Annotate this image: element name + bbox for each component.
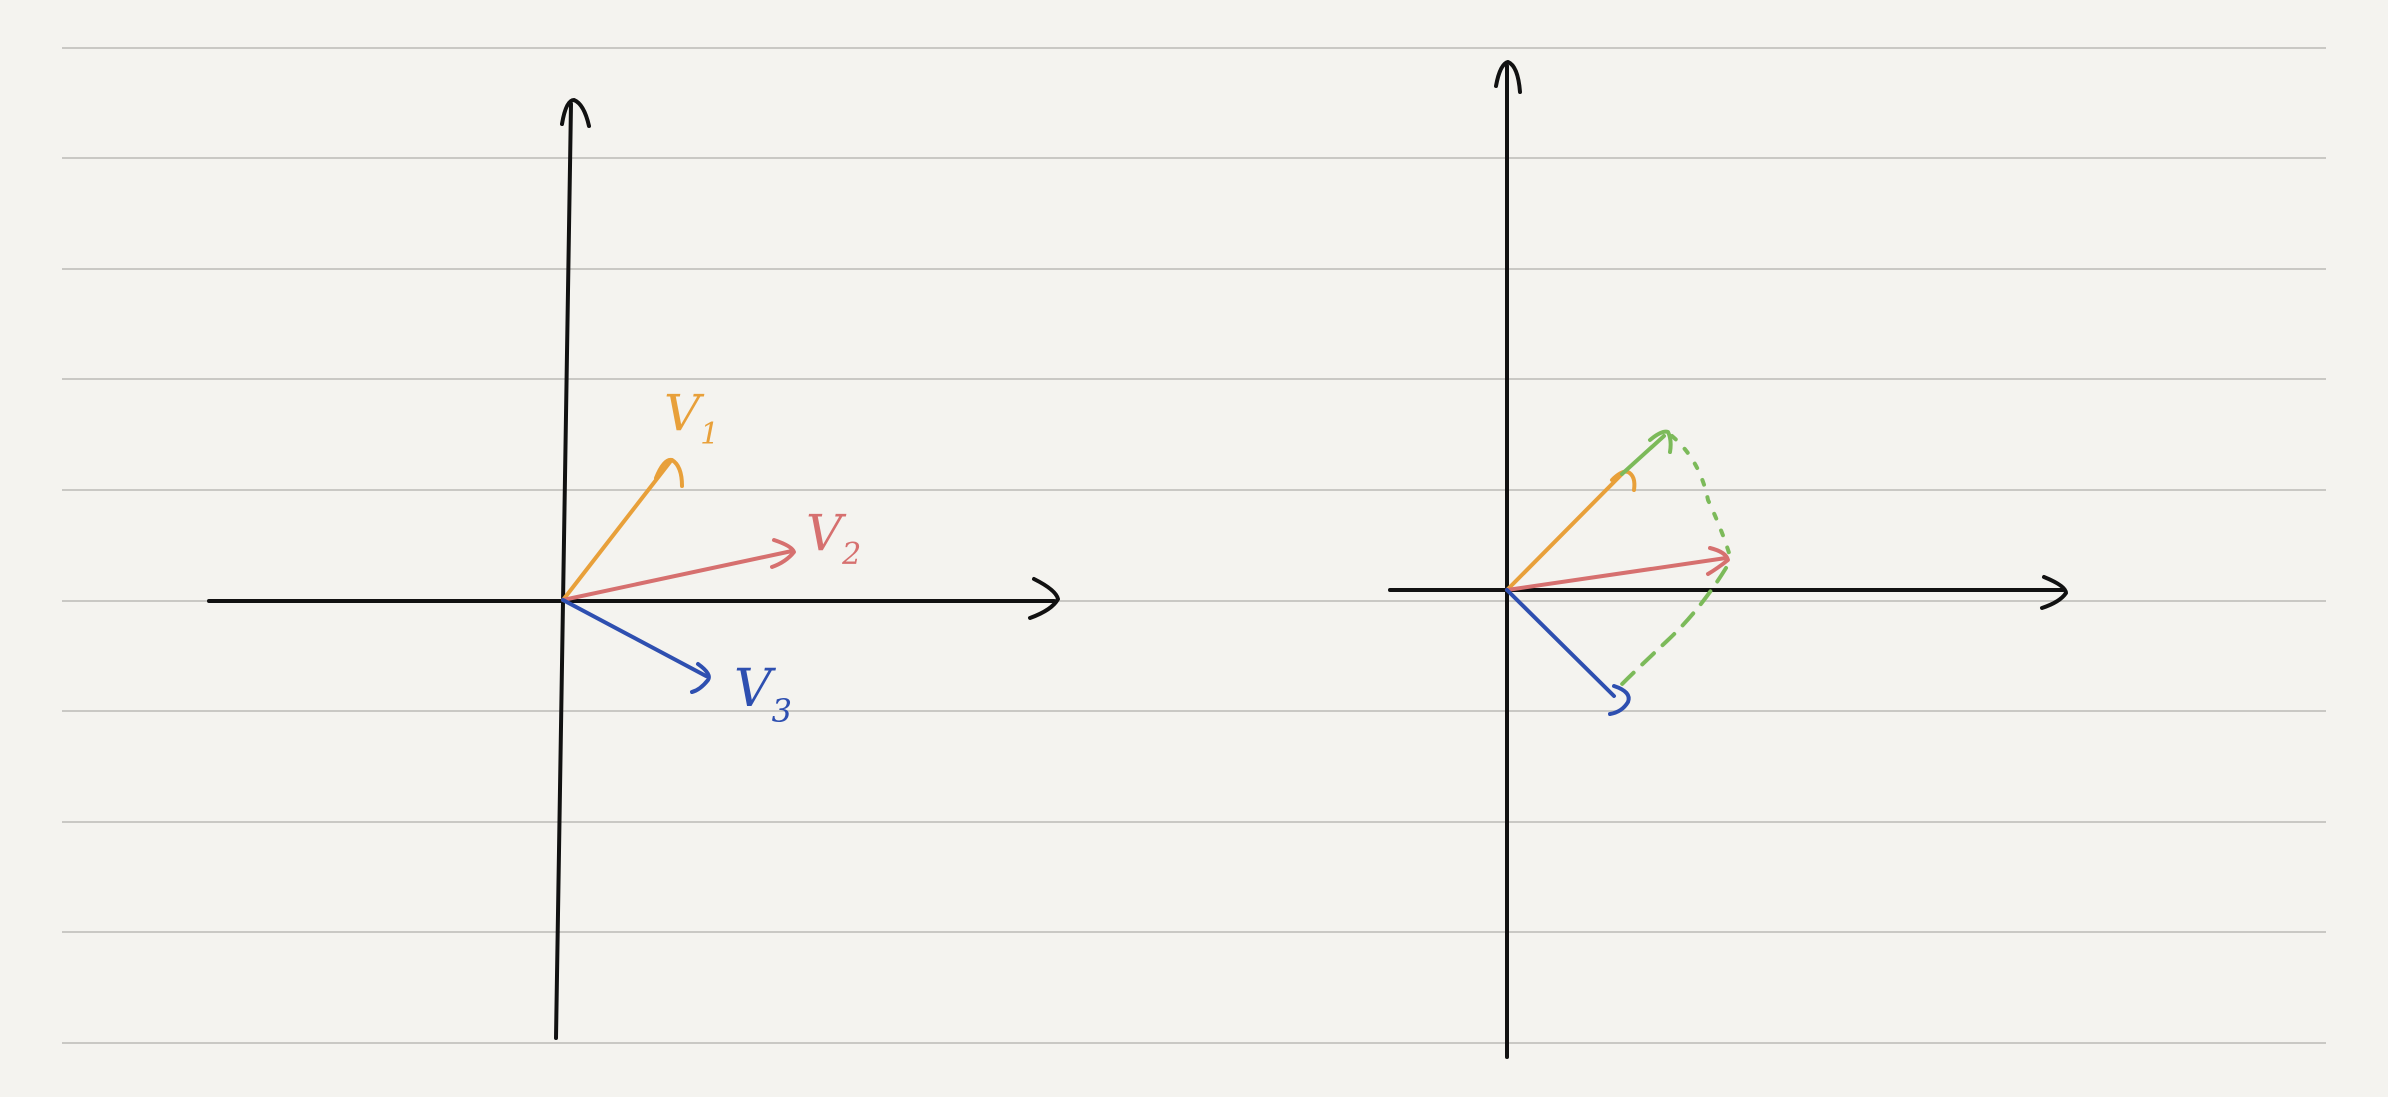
right-y-axis-arrowhead (1494, 60, 1522, 94)
left-vector-v1 (561, 460, 672, 602)
label-v1-letter: V (664, 384, 705, 442)
label-v2-letter: V (806, 504, 847, 562)
right-vector-v3-arrowhead (1608, 684, 1631, 716)
left-vector-v3 (561, 598, 708, 678)
right-dotted-guide (1670, 434, 1732, 558)
left-panel: V1 V2 V3 (207, 98, 1060, 1040)
left-x-axis-arrowhead (1028, 577, 1060, 620)
left-y-axis-arrowhead (560, 98, 591, 128)
label-v1-subscript: 1 (700, 417, 719, 452)
right-vector-v2 (1505, 556, 1728, 592)
right-x-axis-arrowhead (2040, 575, 2068, 610)
label-v2: V2 (806, 504, 861, 572)
right-vector-v1-arrowhead (1610, 469, 1637, 492)
left-vector-v3-arrowhead (690, 662, 711, 694)
right-vector-v3 (1505, 588, 1616, 698)
left-vector-v2 (561, 549, 794, 602)
left-vector-v1-arrowhead (654, 457, 684, 488)
label-v3-subscript: 3 (772, 692, 792, 730)
label-v2-subscript: 2 (841, 537, 861, 572)
left-vector-v2-arrowhead (770, 538, 796, 569)
right-sum-vector (1620, 434, 1666, 476)
left-y-axis (554, 102, 573, 1040)
label-v1: V1 (664, 384, 719, 452)
right-panel (1388, 60, 2068, 1059)
right-dashed-guide (1612, 566, 1728, 694)
label-v3: V3 (734, 659, 792, 730)
label-v3-letter: V (734, 659, 776, 719)
right-sum-vector-arrowhead (1648, 429, 1673, 454)
right-vector-v2-arrowhead (1706, 546, 1730, 576)
ruled-lines (62, 47, 2326, 1044)
right-vector-v1 (1505, 472, 1624, 592)
